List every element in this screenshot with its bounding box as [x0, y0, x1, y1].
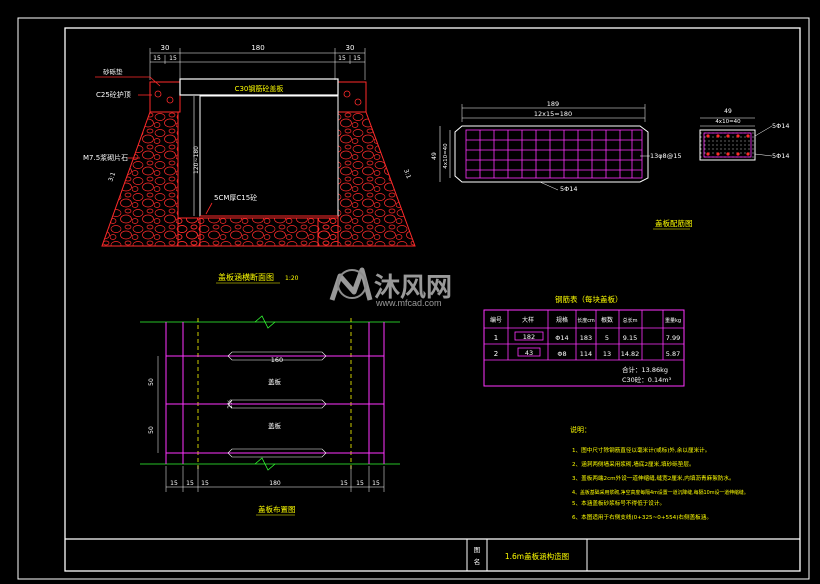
- slope-right: 3:1: [402, 168, 412, 180]
- title-label-a: 图: [474, 546, 481, 554]
- plan-dim-50-a: 50: [148, 378, 155, 386]
- left-top-label: 砂砾垫: [103, 67, 123, 76]
- section-scale: 1:20: [285, 275, 299, 282]
- plan-bot-dim-1: 15: [186, 480, 194, 487]
- rebar-left-sub: 4x10=40: [443, 143, 449, 169]
- rebar-title: 盖板配筋图: [655, 218, 693, 228]
- rebar-bar-bot: 5Φ14: [560, 185, 578, 193]
- plan-slope: 2%: [227, 399, 234, 409]
- plan-dim-50-b: 50: [148, 426, 155, 434]
- row2-weight: 5.87: [666, 350, 680, 358]
- outer-frame: [17, 17, 810, 580]
- dim-15-c: 15: [338, 55, 346, 62]
- row1-weight: 7.99: [666, 334, 680, 342]
- c25-label: C25砼护顶: [96, 90, 131, 99]
- bed-label: 5CM厚C15砼: [214, 193, 257, 202]
- dim-30-right: 30: [346, 44, 355, 52]
- note-3: 3、盖板两端2cm外设一道伸缩缝,缝宽2厘米,内填沥青麻絮防水。: [572, 474, 735, 482]
- th-count: 根数: [601, 316, 613, 324]
- height-dim: 120~180: [193, 146, 200, 174]
- row2-total: 14.82: [621, 350, 640, 358]
- section-title: 盖板涵横断面图: [218, 272, 274, 282]
- plan-dim-160: 160: [271, 356, 283, 364]
- plan-bot-dim-2: 15: [201, 480, 209, 487]
- th-spec: 规格: [556, 316, 568, 324]
- row2-count: 13: [603, 350, 611, 358]
- row2-spec: Φ8: [557, 350, 566, 358]
- side-right-top: 5Φ14: [772, 122, 790, 130]
- plan-slab-label-b: 盖板: [268, 421, 282, 430]
- plan-bot-dim-5: 15: [356, 480, 364, 487]
- plan-bot-dim-6: 15: [372, 480, 380, 487]
- row2-shape: 43: [525, 349, 533, 357]
- side-top-dim: 49: [724, 108, 732, 115]
- plan-slab-label-a: 盖板: [268, 377, 282, 386]
- plan-bot-dim-0: 15: [170, 480, 178, 487]
- m75-label: M7.5浆砌片石: [83, 153, 128, 162]
- row1-count: 5: [605, 334, 609, 342]
- dim-30-left: 30: [161, 44, 170, 52]
- mfcad-logo-icon: [329, 267, 373, 301]
- table-row: 1 182 Φ14 183 5 9.15 7.99: [494, 331, 680, 342]
- row1-spec: Φ14: [555, 334, 568, 342]
- rebar-view: 189 12x15=180 49 4x10=40 13φ8@15 5Φ14 49: [431, 100, 790, 230]
- side-sub-dim: 4x10=40: [715, 119, 741, 125]
- note-4: 4、盖板基础采用浆砌,净空高度每隔4m设置一道沉降缝,每隔10m设一道伸缩缝。: [572, 489, 749, 496]
- dim-180-top: 180: [251, 44, 264, 52]
- notes-title: 说明：: [570, 425, 591, 434]
- watermark-url: www.mfcad.com: [375, 298, 442, 308]
- row1-total: 9.15: [623, 334, 637, 342]
- plan-bot-dim-3: 180: [269, 480, 281, 487]
- note-6: 6、本图适用于右侧支线(0+325~0+554)右侧盖板涵。: [572, 513, 712, 521]
- note-1: 1、图中尺寸除钢筋直径以毫米计(或标)外,余以厘米计。: [572, 446, 710, 454]
- table-title: 钢筋表（每块盖板）: [555, 294, 623, 304]
- row1-length: 183: [580, 334, 592, 342]
- notes: 说明： 1、图中尺寸除钢筋直径以毫米计(或标)外,余以厘米计。 2、涵洞两侧墙采…: [570, 425, 749, 521]
- rebar-spacing-dim: 12x15=180: [534, 110, 572, 118]
- rebar-left-dim: 49: [431, 152, 438, 160]
- title-block: 图 名 1.6m盖板涵构造图: [65, 538, 800, 571]
- dim-15-a: 15: [153, 55, 161, 62]
- th-length: 长度cm: [577, 317, 595, 324]
- row1-no: 1: [494, 334, 498, 342]
- row2-length: 114: [580, 350, 592, 358]
- slope-left: 3:1: [107, 171, 117, 183]
- th-weight: 重量kg: [665, 317, 681, 324]
- th-shape: 大样: [522, 316, 534, 324]
- dim-15-d: 15: [353, 55, 361, 62]
- table-concrete: C30砼：0.14m³: [622, 375, 672, 384]
- watermark-brand: 沐风网: [374, 272, 452, 302]
- note-2: 2、涵洞两侧墙采用浆砌,墙底2厘米,填砂砾垫层。: [572, 460, 695, 468]
- title-label-b: 名: [474, 557, 481, 566]
- inner-frame: [64, 27, 801, 572]
- watermark: 沐风网 www.mfcad.com: [329, 267, 452, 308]
- plan-view: 160 50 50 2% 盖板 盖板 15 15 15 180 15 15 15…: [140, 315, 400, 516]
- side-right-bot: 5Φ14: [772, 152, 790, 160]
- culvert-opening: [199, 95, 339, 217]
- th-no: 编号: [490, 316, 502, 324]
- plan-title: 盖板布置图: [258, 504, 296, 514]
- rebar-table: 钢筋表（每块盖板） 编号 大样 规格 长度cm 根数 总长m 重量kg 1 18…: [483, 294, 685, 387]
- plan-bot-dim-4: 15: [340, 480, 348, 487]
- cover-label: C30钢筋砼盖板: [235, 84, 284, 93]
- row2-no: 2: [494, 350, 498, 358]
- th-total: 总长m: [623, 317, 638, 324]
- table-total: 合计：13.86kg: [622, 365, 668, 374]
- rebar-bar-mid: 13φ8@15: [650, 152, 681, 160]
- note-5: 5、本涵盖板砂浆标号不得低于设计。: [572, 499, 665, 507]
- rebar-overall-dim: 189: [547, 100, 559, 108]
- section-view: 30 180 30 15 15 15 15 C30钢筋砼盖板 120~180 砂…: [83, 44, 416, 284]
- dim-15-b: 15: [169, 55, 177, 62]
- row1-shape: 182: [523, 333, 535, 341]
- table-row: 2 43 Φ8 114 13 14.82 5.87: [494, 347, 680, 358]
- drawing-name: 1.6m盖板涵构造图: [505, 551, 569, 561]
- cover-slab: [179, 78, 339, 96]
